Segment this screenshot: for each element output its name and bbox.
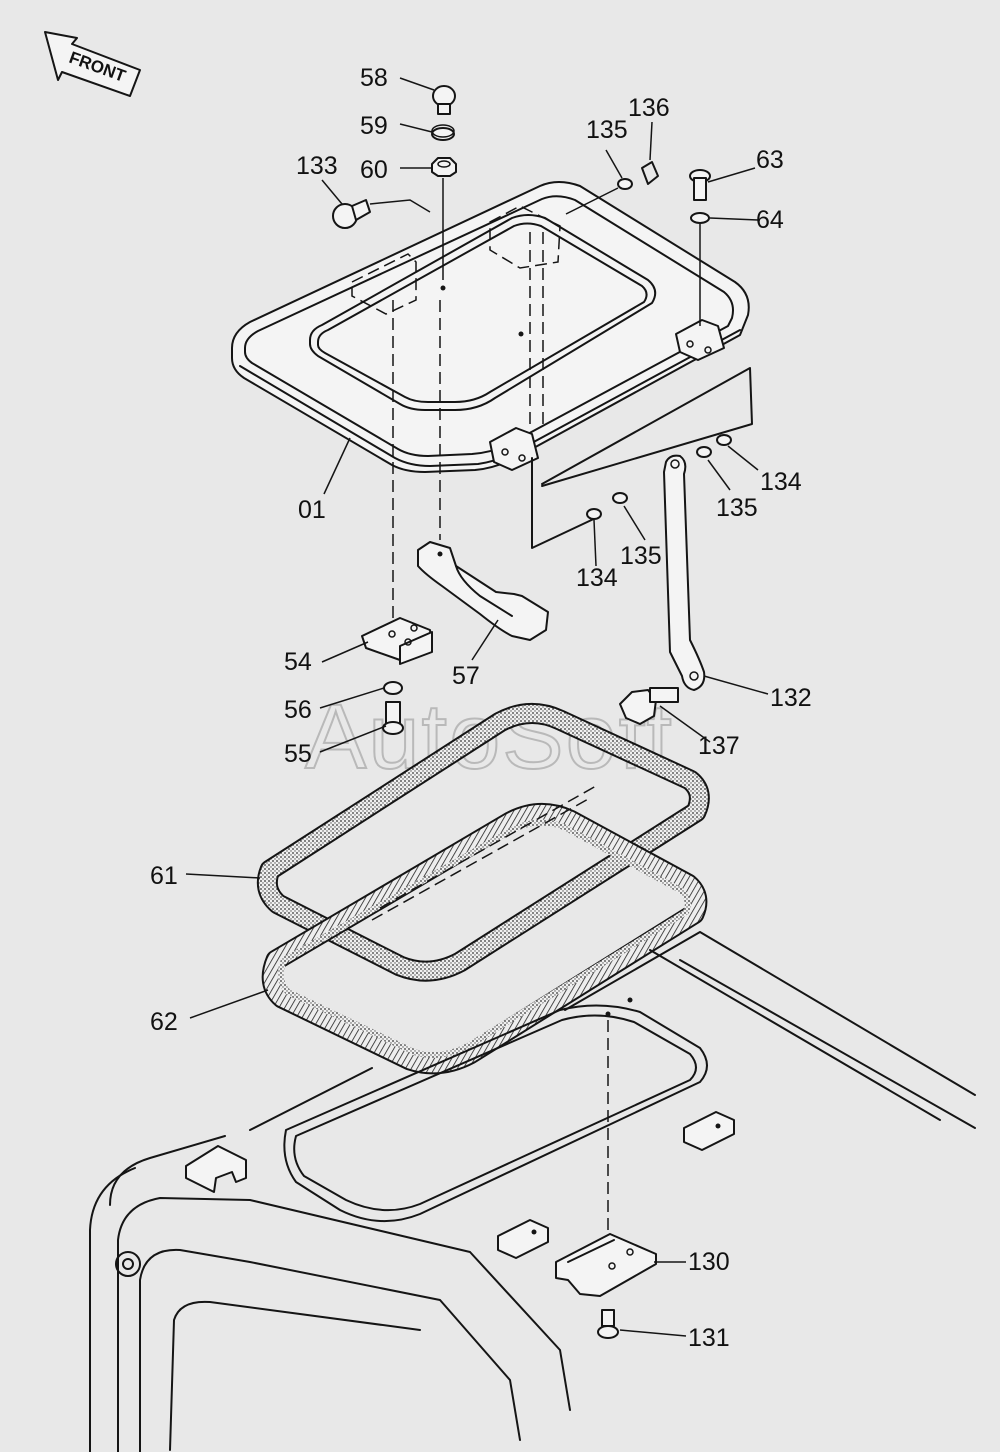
washer-59-part [431, 124, 455, 141]
label-131: 131 [688, 1324, 730, 1352]
knob-58-part [432, 85, 456, 115]
clip-135-part [617, 178, 633, 190]
label-60: 60 [360, 156, 388, 184]
label-01: 01 [298, 496, 326, 524]
pin-133-part [332, 199, 371, 229]
gasket-61-part [256, 702, 710, 982]
nut-60-part [431, 157, 457, 177]
label-133: 133 [296, 152, 338, 180]
label-134-right: 134 [760, 468, 802, 496]
washer-64-part [690, 212, 710, 224]
label-63: 63 [756, 146, 784, 174]
washer-56-part [383, 681, 403, 695]
bolt-55-part [382, 701, 404, 735]
label-135-right: 135 [716, 494, 758, 522]
label-135-mid: 135 [620, 542, 662, 570]
cotter-136-part [641, 161, 659, 185]
hatch-lid-part [231, 181, 750, 473]
knob-137-part [619, 687, 679, 725]
label-132: 132 [770, 684, 812, 712]
label-137: 137 [698, 732, 740, 760]
handle-57-part [417, 541, 549, 641]
label-55: 55 [284, 740, 312, 768]
label-64: 64 [756, 206, 784, 234]
label-62: 62 [150, 1008, 178, 1036]
part-labels: 58 59 60 133 135 136 63 64 01 134 135 13… [150, 64, 812, 1352]
stay-132-part [663, 454, 706, 691]
label-136: 136 [628, 94, 670, 122]
label-54: 54 [284, 648, 312, 676]
bracket-54-part [361, 617, 433, 665]
front-arrow-icon: FRONT [44, 31, 141, 97]
label-130: 130 [688, 1248, 730, 1276]
label-59: 59 [360, 112, 388, 140]
bolt-63-part [689, 169, 711, 201]
label-58: 58 [360, 64, 388, 92]
label-61: 61 [150, 862, 178, 890]
screw-131-part [597, 1309, 619, 1339]
cab-roof-part [89, 931, 976, 1452]
washers-134-135-part [586, 434, 732, 520]
label-57: 57 [452, 662, 480, 690]
latch-130-part [555, 1233, 657, 1297]
label-135-top: 135 [586, 116, 628, 144]
label-134-mid: 134 [576, 564, 618, 592]
leader-lines [185, 77, 769, 1337]
label-56: 56 [284, 696, 312, 724]
